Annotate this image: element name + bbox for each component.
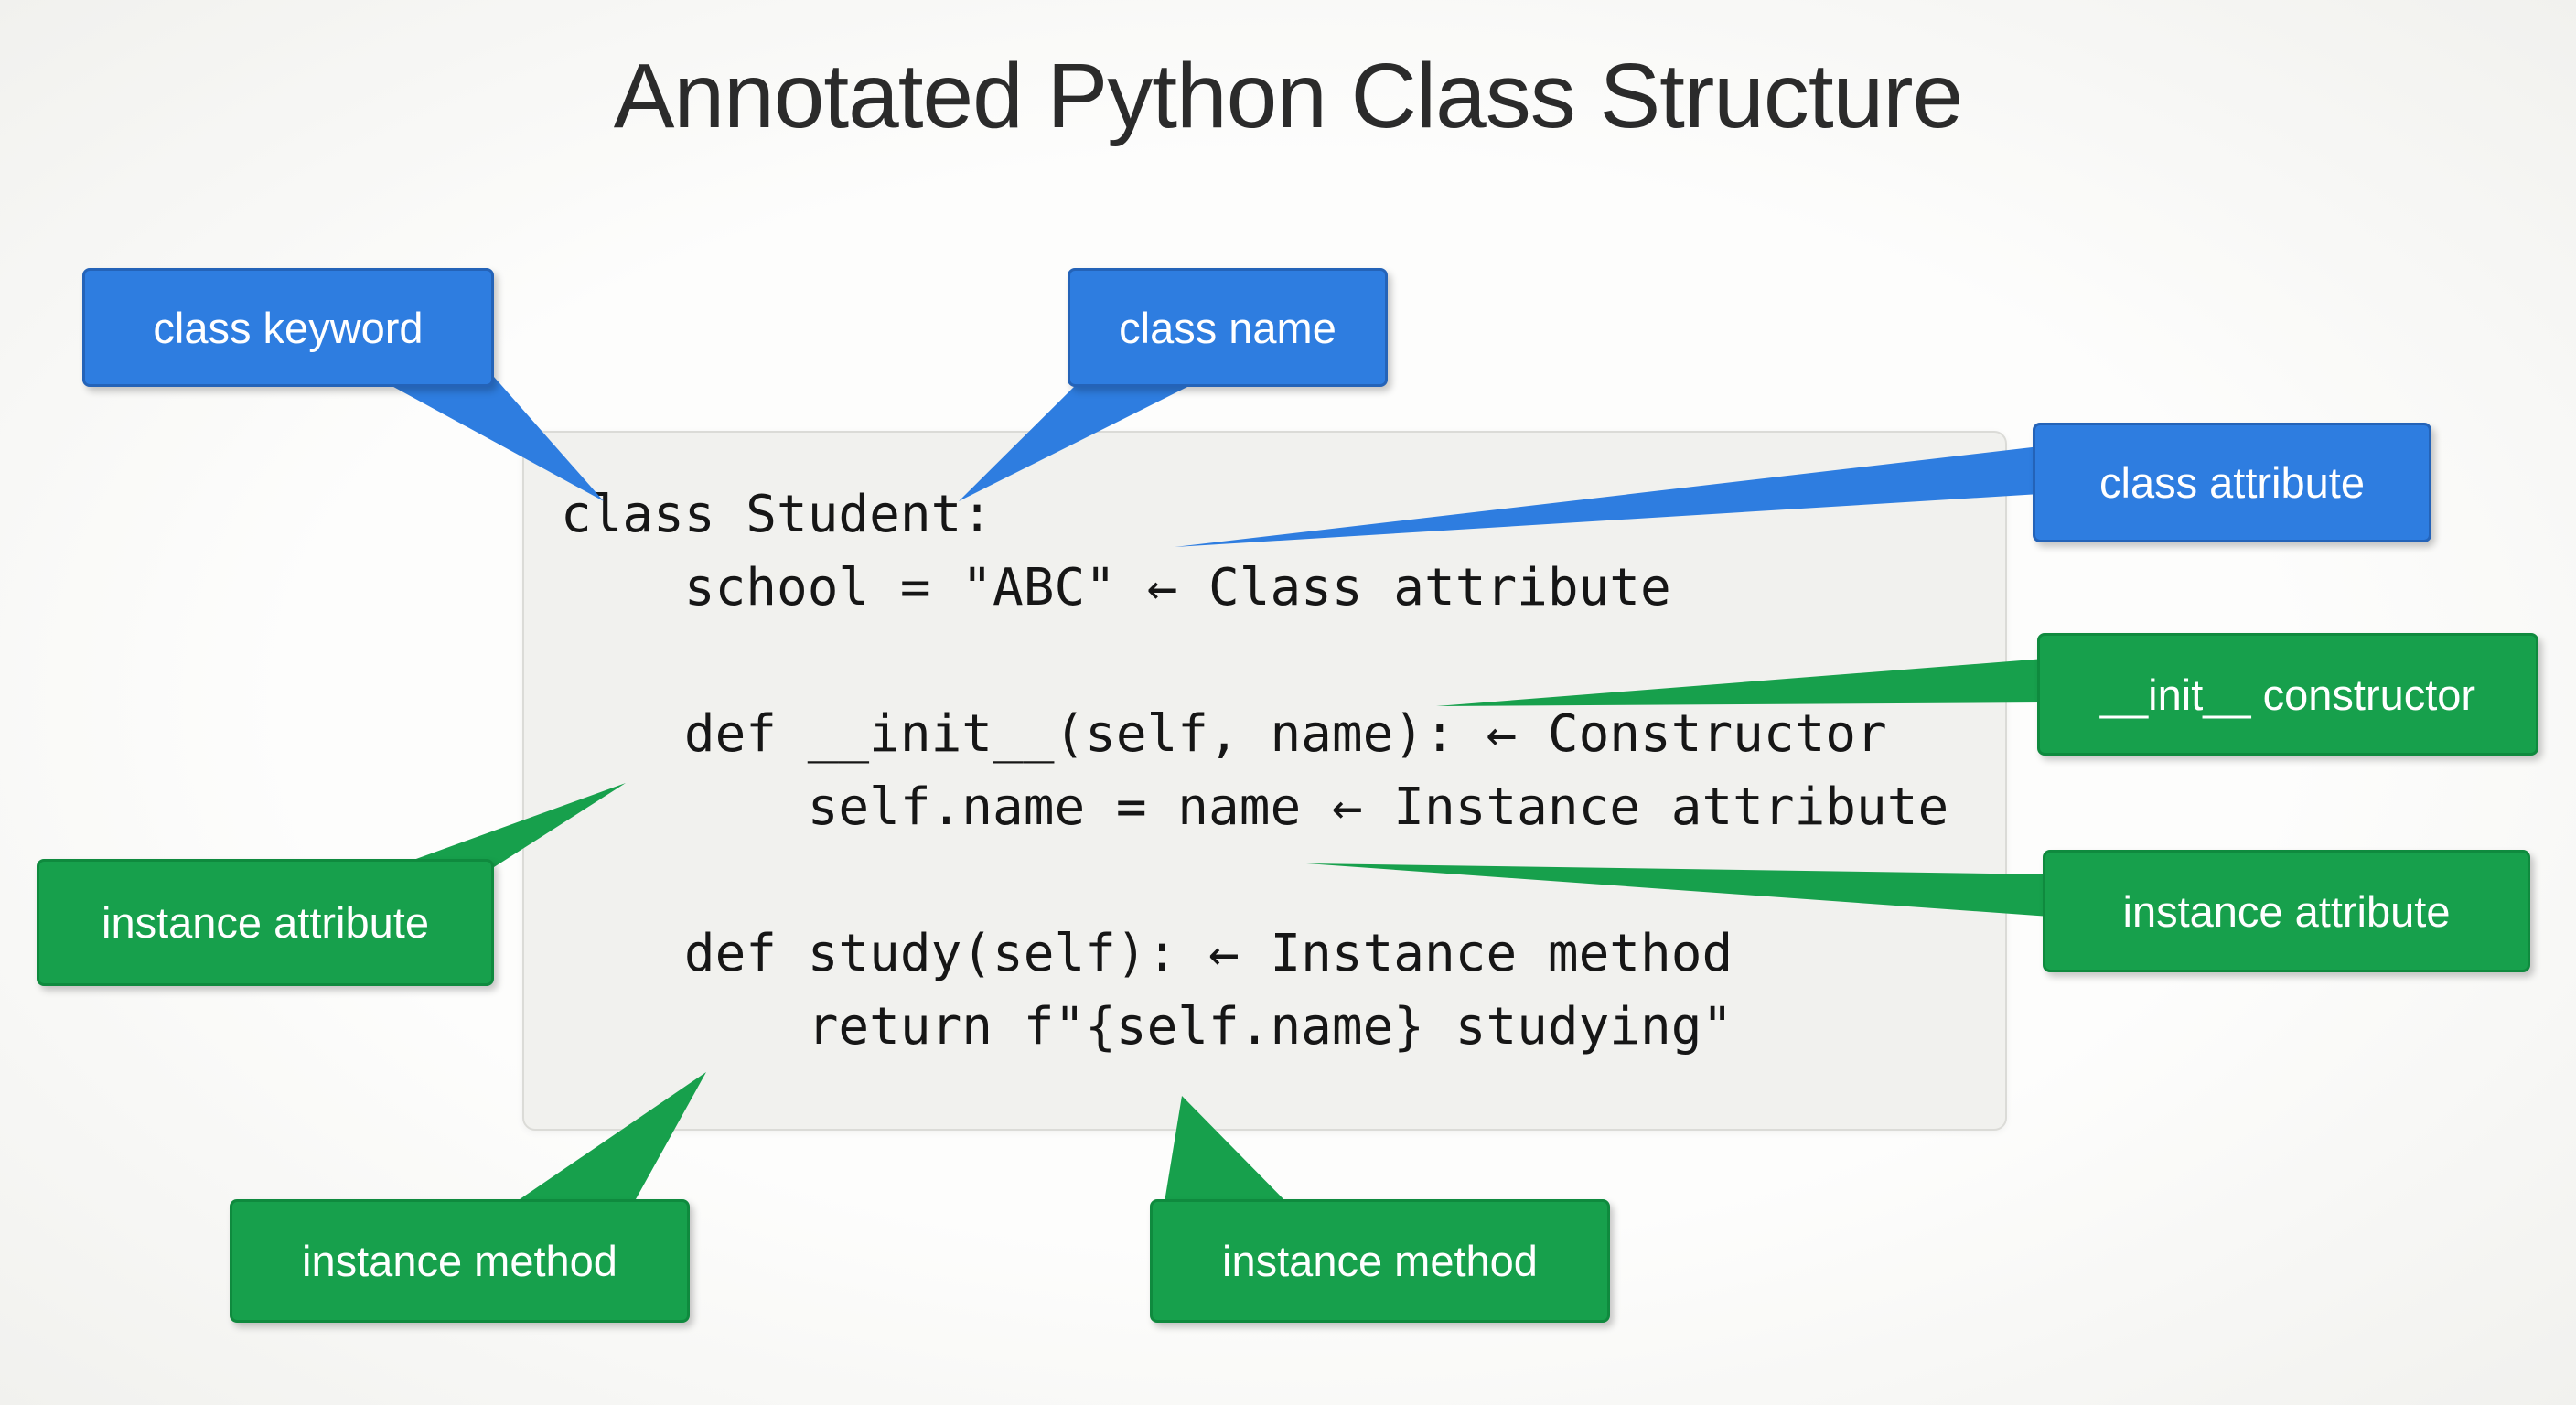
code-block: class Student: school = "ABC" ← Class at…: [561, 478, 1948, 1064]
label-instance-attribute-left: instance attribute: [37, 859, 494, 986]
code-line: return f"{self.name} studying": [561, 997, 1733, 1056]
code-line: def __init__(self, name): ← Constructor: [561, 704, 1887, 764]
code-line: self.name = name ← Instance attribute: [561, 778, 1949, 837]
label-instance-method-left: instance method: [230, 1199, 690, 1323]
label-class-name: class name: [1068, 268, 1388, 387]
label-init-constructor: __init__ constructor: [2037, 633, 2538, 756]
label-instance-attribute-right: instance attribute: [2043, 850, 2530, 972]
code-line: school = "ABC" ← Class attribute: [561, 558, 1671, 617]
code-panel: class Student: school = "ABC" ← Class at…: [522, 431, 2007, 1131]
code-line: [561, 844, 1948, 917]
code-line: class Student:: [561, 485, 993, 544]
code-line: [561, 625, 1948, 698]
label-class-attribute: class attribute: [2033, 423, 2431, 542]
page-title: Annotated Python Class Structure: [613, 45, 1963, 147]
label-instance-method-center: instance method: [1150, 1199, 1610, 1323]
code-line: def study(self): ← Instance method: [561, 924, 1733, 983]
label-class-keyword: class keyword: [82, 268, 494, 387]
